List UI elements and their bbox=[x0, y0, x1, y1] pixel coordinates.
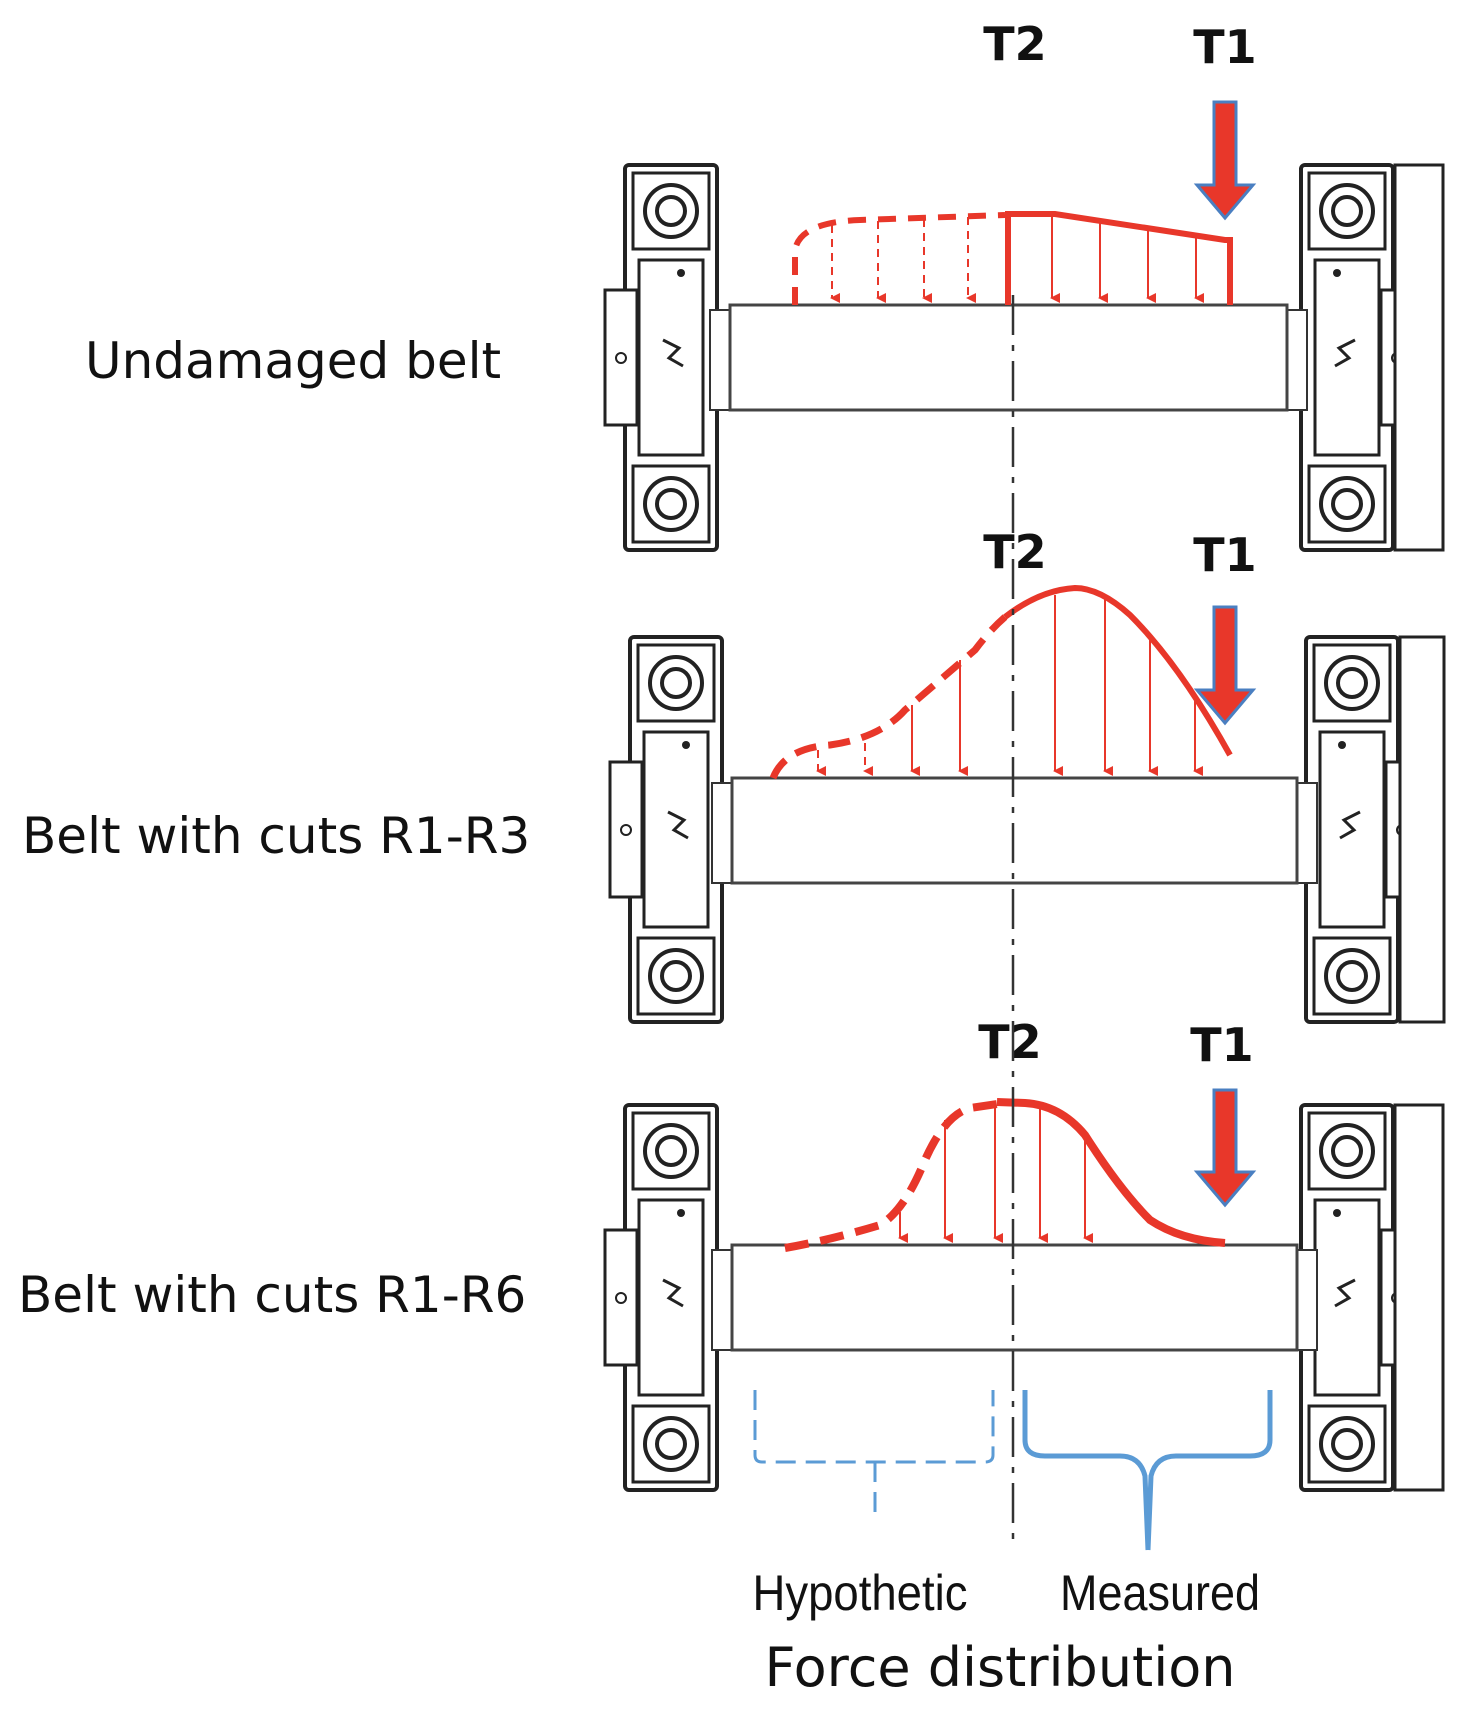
left-collar bbox=[711, 782, 733, 884]
row-label: Belt with cuts R1-R3 bbox=[22, 807, 530, 865]
hypothetic-force-curve bbox=[792, 212, 1006, 305]
measured-force-arrows bbox=[1053, 595, 1203, 776]
hypothetic-brace bbox=[753, 1390, 995, 1520]
hypothetic-force-arrows-solid bbox=[910, 660, 968, 776]
hypothetic-label: Hypothetic bbox=[753, 1565, 968, 1621]
t1-load-arrow bbox=[1193, 100, 1257, 221]
hypothetic-force-arrows bbox=[830, 217, 976, 303]
right-end-plate bbox=[1398, 635, 1446, 1024]
footer-caption: Force distribution bbox=[765, 1636, 1236, 1699]
t2-label: T2 bbox=[983, 17, 1046, 71]
measured-label: Measured bbox=[1060, 1565, 1260, 1621]
row-label: Belt with cuts R1-R6 bbox=[18, 1266, 526, 1324]
row-label: Undamaged belt bbox=[85, 332, 501, 390]
measured-force-curve bbox=[996, 1098, 1226, 1247]
left-collar bbox=[709, 309, 731, 411]
belt-roller bbox=[728, 303, 1289, 412]
t1-load-arrow bbox=[1193, 605, 1257, 726]
hypothetic-force-curve bbox=[784, 1100, 998, 1252]
t2-label: T2 bbox=[983, 525, 1046, 579]
row-undamaged: Undamaged belt T2 T1 bbox=[85, 17, 1445, 552]
hypothetic-force-arrows bbox=[898, 1108, 1003, 1243]
t1-load-arrow bbox=[1193, 1088, 1257, 1208]
measured-force-arrows bbox=[1050, 216, 1204, 303]
left-bearing-housing bbox=[603, 1103, 719, 1492]
left-collar bbox=[711, 1249, 733, 1351]
measured-force-curve bbox=[1005, 211, 1233, 305]
belt-roller bbox=[730, 1243, 1299, 1352]
right-end-plate bbox=[1393, 1103, 1445, 1492]
hypothetic-force-curve bbox=[769, 614, 1008, 780]
row-cuts-r1-r3: Belt with cuts R1-R3 T2 T1 bbox=[22, 525, 1446, 1024]
measured-brace bbox=[1022, 1390, 1273, 1551]
row-cuts-r1-r6: Belt with cuts R1-R6 T2 T1 bbox=[18, 1015, 1445, 1492]
measured-force-arrows bbox=[1038, 1108, 1093, 1243]
belt-roller bbox=[730, 776, 1299, 885]
left-bearing-housing bbox=[603, 163, 719, 552]
right-collar bbox=[1286, 309, 1308, 411]
t1-label: T1 bbox=[1193, 528, 1256, 582]
t1-label: T1 bbox=[1193, 20, 1256, 74]
t1-label: T1 bbox=[1190, 1018, 1253, 1072]
hypothetic-force-arrows bbox=[816, 743, 873, 776]
right-collar bbox=[1296, 1249, 1318, 1351]
right-collar bbox=[1296, 782, 1318, 884]
right-end-plate bbox=[1393, 163, 1445, 552]
left-bearing-housing bbox=[608, 635, 724, 1024]
t2-label: T2 bbox=[978, 1015, 1041, 1069]
measured-force-curve bbox=[1003, 584, 1233, 757]
